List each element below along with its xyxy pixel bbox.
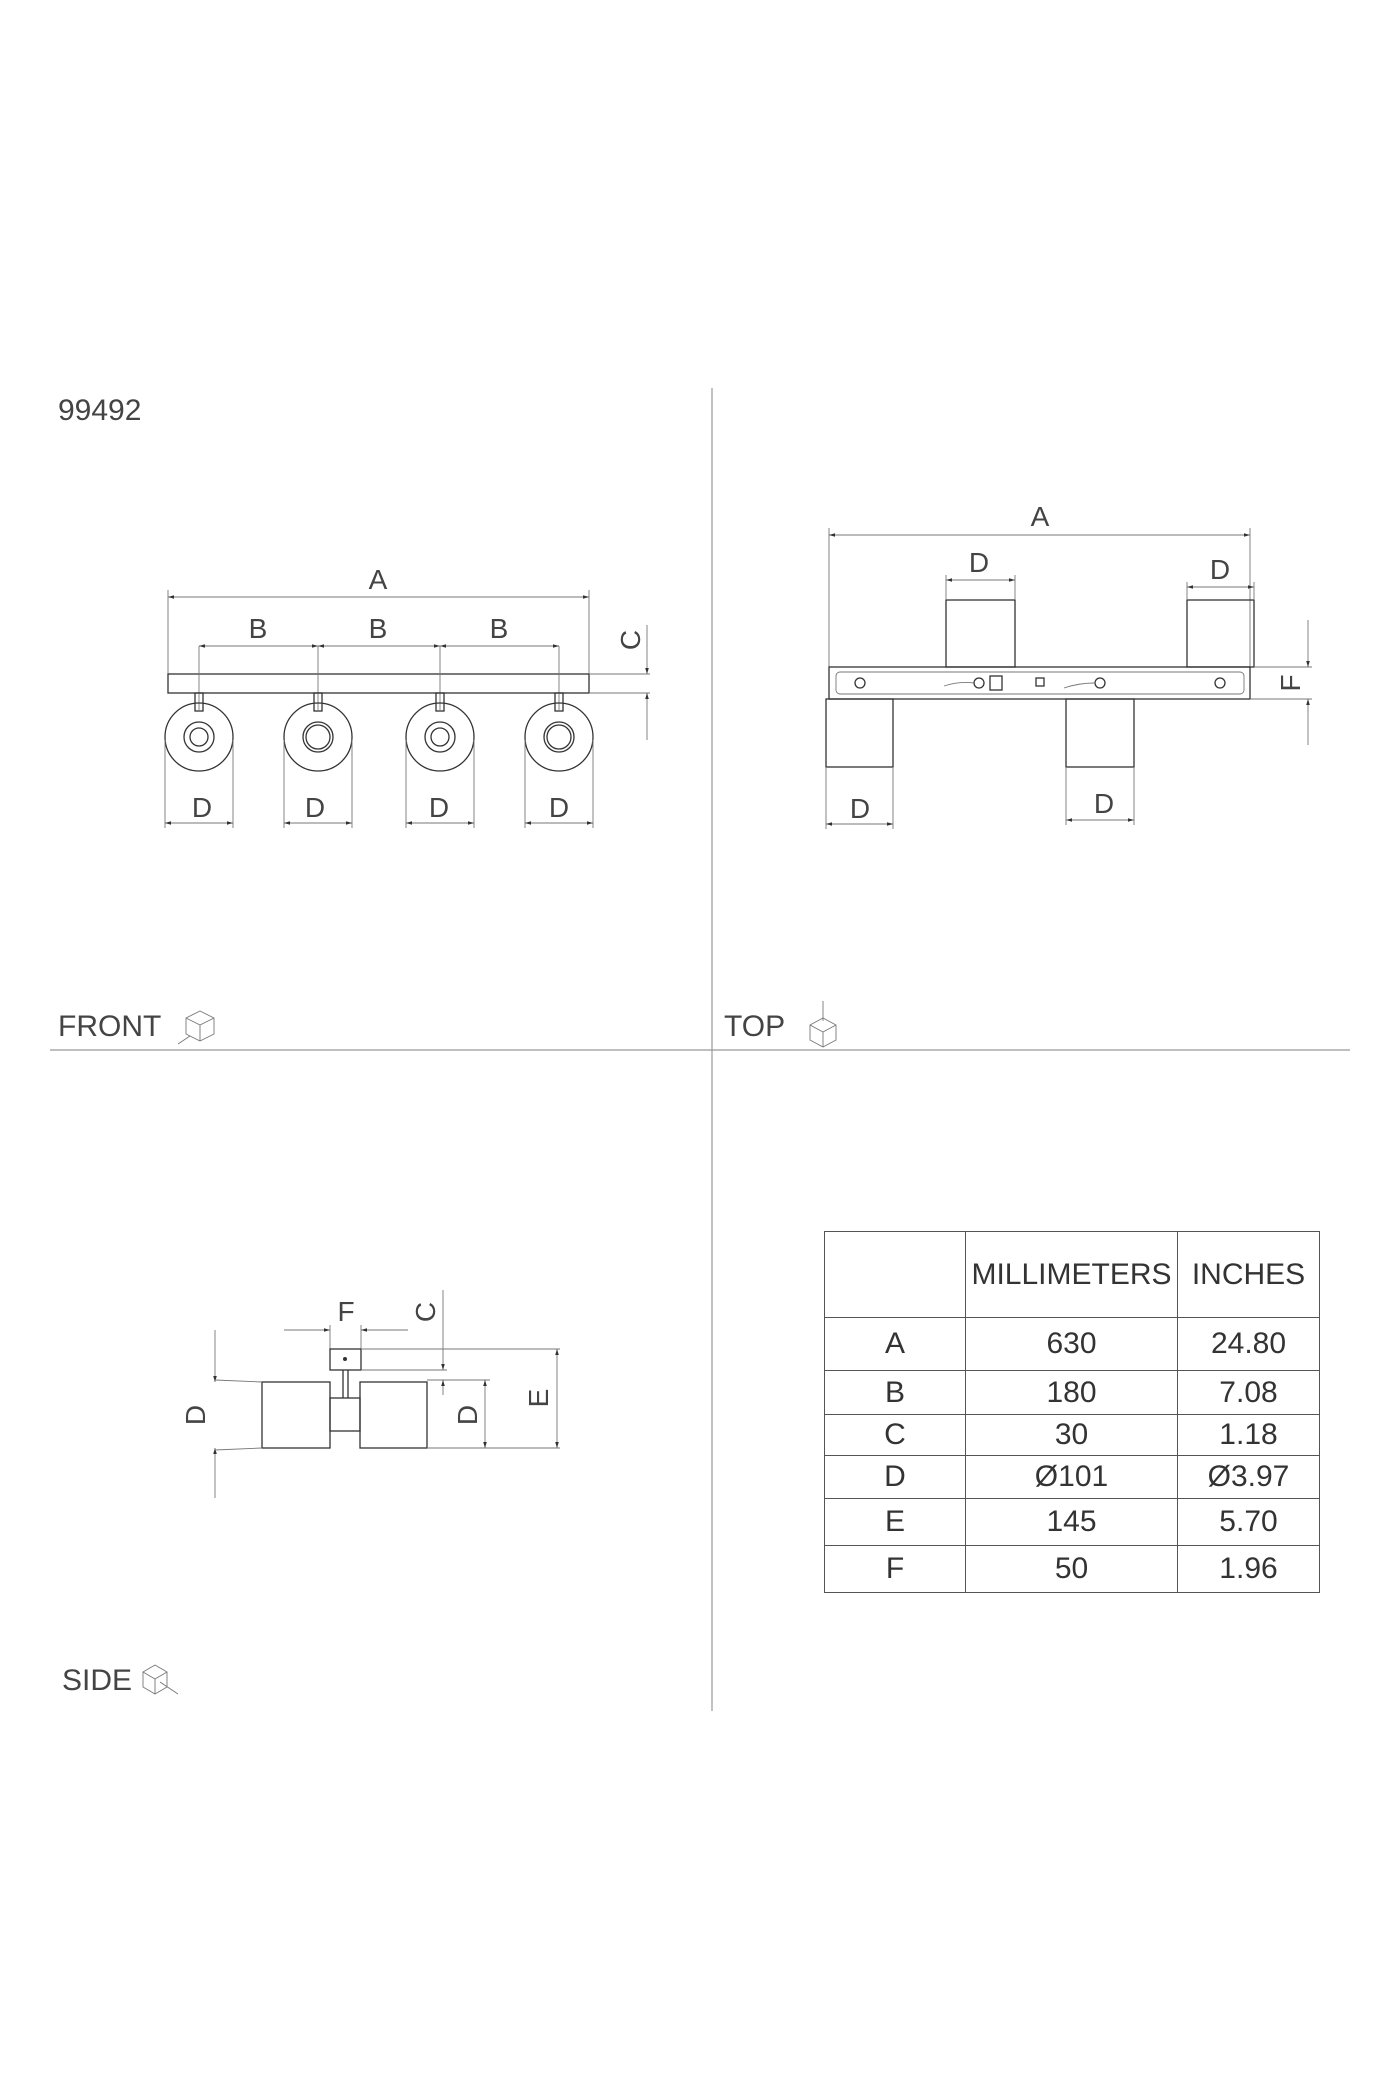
top-view: A D D D D F (825, 501, 1312, 829)
dim-d-label: D (180, 1405, 211, 1425)
mounting-block (329, 1348, 362, 1371)
cube-view-icon (177, 1010, 215, 1045)
dim-b-label: B (490, 613, 509, 644)
dim-d-label: D (452, 1405, 483, 1425)
spotlight-top (945, 599, 1016, 668)
dim-a-label: A (369, 564, 388, 595)
dim-cell: A (824, 1317, 966, 1371)
front-view-label: FRONT (58, 1010, 161, 1043)
inch-cell: 5.70 (1177, 1498, 1320, 1546)
dim-a-label: A (1031, 501, 1050, 532)
dim-b-label: B (369, 613, 388, 644)
cube-view-icon (809, 1001, 837, 1048)
dim-cell: D (824, 1455, 966, 1499)
mm-cell: 50 (965, 1545, 1178, 1593)
dim-f-label: F (1275, 674, 1306, 691)
side-view-label: SIDE (62, 1664, 132, 1697)
dim-d-label: D (192, 792, 212, 823)
mm-cell: 180 (965, 1370, 1178, 1415)
dim-cell: E (824, 1498, 966, 1546)
header-cell (824, 1231, 966, 1318)
cube-view-icon (142, 1664, 179, 1695)
dim-cell: F (824, 1545, 966, 1593)
inch-cell: 1.18 (1177, 1414, 1320, 1456)
spotlight-top (825, 698, 894, 768)
dim-e-label: E (523, 1389, 554, 1408)
inch-cell: Ø3.97 (1177, 1455, 1320, 1499)
mm-cell: Ø101 (965, 1455, 1178, 1499)
dim-cell: C (824, 1414, 966, 1456)
header-cell: INCHES (1177, 1231, 1320, 1318)
dim-d-label: D (1094, 788, 1114, 819)
dim-d-label: D (969, 547, 989, 578)
side-view: F D C D E (180, 1290, 560, 1498)
header-cell: MILLIMETERS (965, 1231, 1178, 1318)
dim-c-label: C (410, 1302, 441, 1322)
dim-c-label: C (615, 630, 646, 650)
spotlight-top (1065, 698, 1135, 768)
dim-d-label: D (549, 792, 569, 823)
spotlight-front (164, 646, 594, 772)
front-view: A B B B C D (164, 564, 650, 828)
dim-d-label: D (305, 792, 325, 823)
dim-d-label: D (1210, 554, 1230, 585)
mounting-bar (828, 666, 1251, 700)
spotlight-side (261, 1381, 331, 1449)
mm-cell: 630 (965, 1317, 1178, 1371)
dim-d-label: D (850, 793, 870, 824)
top-view-label: TOP (724, 1010, 785, 1043)
dim-cell: B (824, 1370, 966, 1415)
mm-cell: 145 (965, 1498, 1178, 1546)
mounting-bar (167, 673, 590, 694)
product-code: 99492 (58, 394, 141, 427)
dim-b-label: B (249, 613, 268, 644)
inch-cell: 24.80 (1177, 1317, 1320, 1371)
mm-cell: 30 (965, 1414, 1178, 1456)
dim-f-label: F (337, 1296, 354, 1327)
table-header-row: MILLIMETERS INCHES (824, 1231, 1320, 1318)
spotlight-side (359, 1381, 428, 1449)
dim-d-label: D (429, 792, 449, 823)
inch-cell: 1.96 (1177, 1545, 1320, 1593)
spotlight-top (1186, 599, 1255, 668)
inch-cell: 7.08 (1177, 1370, 1320, 1415)
